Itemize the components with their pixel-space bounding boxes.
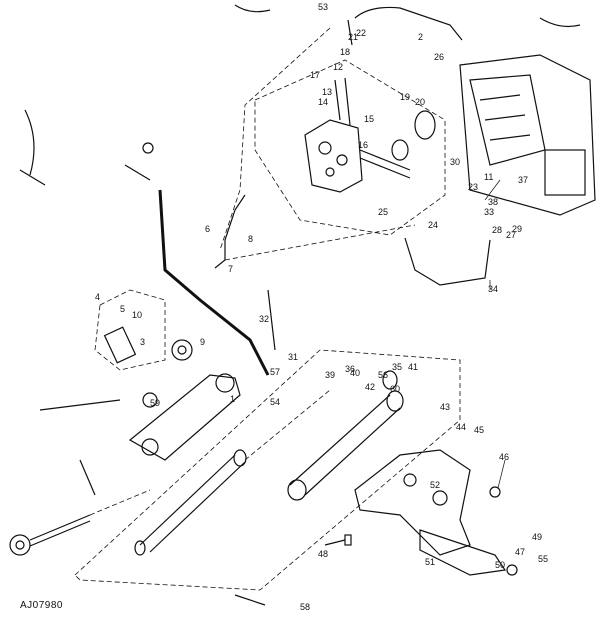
callout-20: 20 (415, 97, 425, 107)
callout-32: 32 (259, 314, 269, 324)
callout-57: 57 (270, 367, 280, 377)
turnbuckle (9, 489, 151, 556)
callout-12: 12 (333, 62, 343, 72)
top-tube (347, 6, 463, 46)
callout-29: 29 (512, 224, 522, 234)
callout-52: 52 (430, 480, 440, 490)
callout-9: 9 (200, 337, 205, 347)
callout-59: 59 (150, 398, 160, 408)
callout-1: 1 (230, 394, 235, 404)
callout-47: 47 (515, 547, 525, 557)
callout-8: 8 (248, 234, 253, 244)
callout-33: 33 (484, 207, 494, 217)
rockshaft-group-outline (74, 349, 461, 591)
callout-56: 56 (378, 370, 388, 380)
callout-25: 25 (378, 207, 388, 217)
callout-4: 4 (95, 292, 100, 302)
control-pipe (214, 194, 246, 269)
callout-7: 7 (228, 264, 233, 274)
callout-16: 16 (358, 140, 368, 150)
bolts (124, 142, 352, 546)
spool-assembly (359, 110, 436, 179)
callout-49: 49 (532, 532, 542, 542)
callout-58: 58 (300, 602, 310, 612)
callout-60: 60 (390, 384, 400, 394)
figure-code: AJ07980 (20, 600, 63, 611)
callout-35: 35 (392, 362, 402, 372)
callout-18: 18 (340, 47, 350, 57)
callout-21: 21 (348, 32, 358, 42)
callout-17: 17 (310, 70, 320, 80)
callout-31: 31 (288, 352, 298, 362)
callout-26: 26 (434, 52, 444, 62)
callout-54: 54 (270, 397, 280, 407)
callout-55: 55 (538, 554, 548, 564)
return-tube (404, 237, 491, 286)
valve-group-outline (254, 59, 446, 236)
callout-36: 36 (345, 364, 355, 374)
reference-marks (19, 4, 581, 606)
pump-housing (459, 54, 596, 216)
callout-10: 10 (132, 310, 142, 320)
callout-19: 19 (400, 92, 410, 102)
callout-41: 41 (408, 362, 418, 372)
callout-27: 27 (506, 230, 516, 240)
callout-40: 40 (350, 368, 360, 378)
callout-45: 45 (474, 425, 484, 435)
callout-50: 50 (495, 560, 505, 570)
leader-mid (224, 224, 416, 261)
callout-51: 51 (425, 557, 435, 567)
callout-3: 3 (140, 337, 145, 347)
right-lift-arm (354, 449, 518, 576)
callout-23: 23 (468, 182, 478, 192)
callout-6: 6 (205, 224, 210, 234)
callout-42: 42 (365, 382, 375, 392)
callout-39: 39 (325, 370, 335, 380)
callout-11: 11 (484, 172, 493, 182)
callout-34: 34 (488, 284, 498, 294)
callout-14: 14 (318, 97, 328, 107)
control-rod (158, 189, 270, 376)
callout-22: 22 (356, 28, 366, 38)
callout-44: 44 (456, 422, 466, 432)
callout-15: 15 (364, 114, 374, 124)
callout-46: 46 (499, 452, 509, 462)
callout-5: 5 (120, 304, 125, 314)
callout-28: 28 (492, 225, 502, 235)
lift-arm-assembly (94, 289, 241, 461)
callout-30: 30 (450, 157, 460, 167)
callout-53: 53 (318, 2, 328, 12)
callout-38: 38 (488, 197, 498, 207)
rockshaft-cylinder (134, 389, 331, 556)
valve-body (304, 77, 363, 193)
callout-24: 24 (428, 220, 438, 230)
callout-43: 43 (440, 402, 450, 412)
leader-upper (219, 27, 331, 251)
callout-37: 37 (518, 175, 528, 185)
callout-2: 2 (418, 32, 423, 42)
rockshaft (287, 370, 404, 501)
callout-13: 13 (322, 87, 332, 97)
callout-48: 48 (318, 549, 328, 559)
